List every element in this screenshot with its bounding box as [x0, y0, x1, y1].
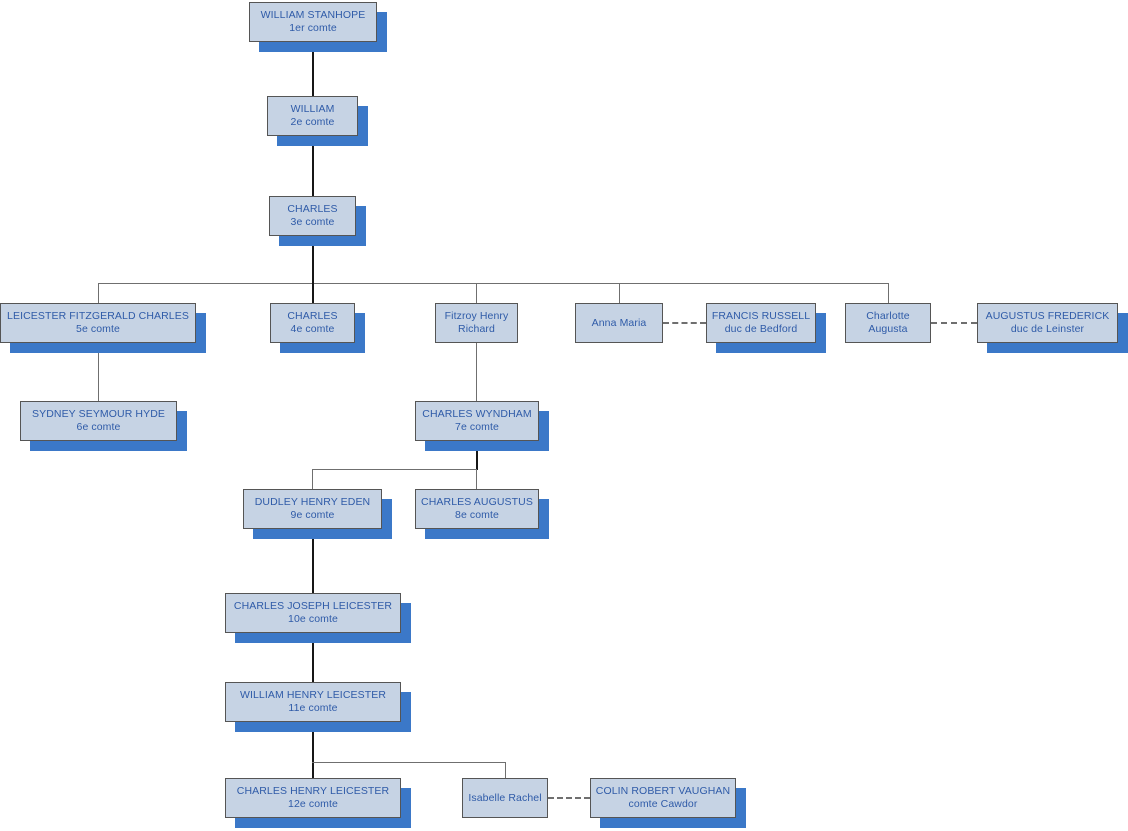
- edge-bus-to-n13: [312, 469, 313, 489]
- node-name: Anna Maria: [591, 316, 647, 329]
- node-name: CHARLES WYNDHAM: [422, 408, 532, 420]
- edge-n15-n16: [312, 633, 314, 682]
- edge-n12-drop: [476, 441, 478, 470]
- marriage-n9-n10: [931, 322, 977, 324]
- edge-sibling-bus-gen11: [312, 762, 505, 763]
- edge-n1-n2: [312, 42, 314, 96]
- node-name: WILLIAM: [290, 103, 335, 115]
- node-title: 7e comte: [455, 421, 499, 433]
- node-name: WILLIAM STANHOPE: [260, 9, 366, 21]
- edge-n4-n11: [98, 343, 99, 401]
- edge-sibling-bus-gen3: [98, 283, 888, 284]
- node-title: duc de Bedford: [724, 323, 798, 335]
- marriage-n18-n19: [548, 797, 590, 799]
- edge-bus-to-n7: [619, 283, 620, 303]
- node-name: CHARLES HENRY LEICESTER: [236, 785, 390, 797]
- marriage-n7-n8: [663, 322, 706, 324]
- node-name: FRANCIS RUSSELL: [711, 310, 811, 322]
- edge-n13-n15: [312, 529, 314, 593]
- node-n7[interactable]: Anna Maria: [575, 303, 663, 343]
- node-name: CHARLES: [287, 310, 338, 322]
- edge-bus-to-n6: [476, 283, 477, 303]
- node-name: CHARLES JOSEPH LEICESTER: [233, 600, 393, 612]
- node-title: 9e comte: [290, 509, 335, 521]
- node-title: 10e comte: [288, 613, 338, 625]
- edge-bus-to-n5: [312, 283, 314, 303]
- edge-bus-to-n9: [888, 283, 889, 303]
- node-title: Augusta: [868, 323, 908, 335]
- node-n18[interactable]: Isabelle Rachel: [462, 778, 548, 818]
- node-title: 1er comte: [289, 22, 337, 34]
- node-title: 6e comte: [76, 421, 121, 433]
- node-title: 8e comte: [455, 509, 499, 521]
- node-name: Charlotte: [866, 310, 910, 322]
- node-name: DUDLEY HENRY EDEN: [254, 496, 371, 508]
- edge-n16-drop: [312, 722, 314, 778]
- node-title: 3e comte: [290, 216, 335, 228]
- node-title: Richard: [458, 323, 495, 335]
- node-title: duc de Leinster: [1010, 323, 1085, 335]
- node-name: AUGUSTUS FREDERICK: [985, 310, 1110, 322]
- node-name: COLIN ROBERT VAUGHAN: [595, 785, 731, 797]
- node-name: SYDNEY SEYMOUR HYDE: [32, 408, 165, 420]
- node-title: 11e comte: [288, 702, 338, 714]
- node-name: CHARLES: [287, 203, 338, 215]
- node-name: Fitzroy Henry: [444, 310, 509, 322]
- node-title: 2e comte: [290, 116, 335, 128]
- node-name: LEICESTER FITZGERALD CHARLES: [7, 310, 189, 322]
- edge-n6-n12: [476, 343, 477, 401]
- node-title: 4e comte: [290, 323, 335, 335]
- node-name: Isabelle Rachel: [468, 791, 542, 804]
- node-title: 12e comte: [288, 798, 338, 810]
- node-name: WILLIAM HENRY LEICESTER: [239, 689, 387, 701]
- edge-n2-n3: [312, 136, 314, 196]
- node-title: comte Cawdor: [628, 798, 698, 810]
- edge-sibling-bus-gen7: [312, 469, 477, 470]
- node-name: CHARLES AUGUSTUS: [421, 496, 533, 508]
- edge-bus-to-n4: [98, 283, 99, 303]
- edge-n3-drop: [312, 236, 314, 284]
- edge-bus-to-n14: [476, 469, 477, 489]
- edge-bus-to-n18: [505, 762, 506, 778]
- node-title: 5e comte: [76, 323, 120, 335]
